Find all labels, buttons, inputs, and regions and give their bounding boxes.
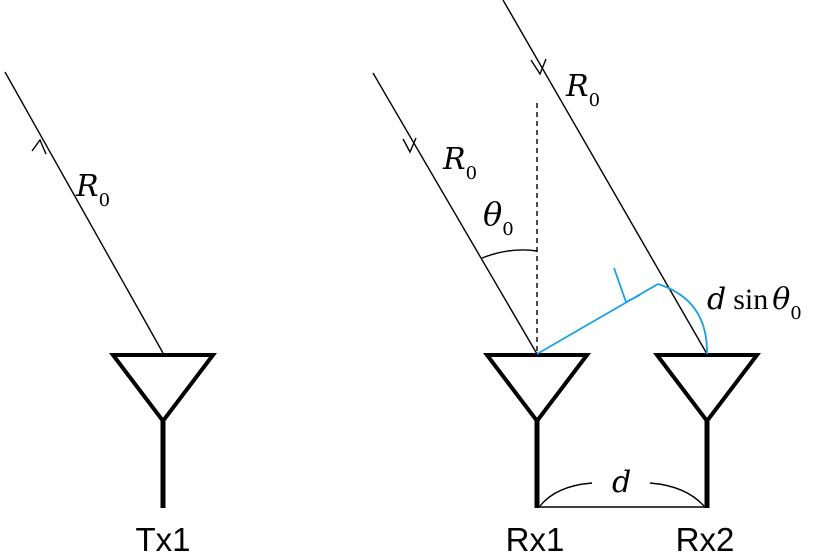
rx2-group [502, 0, 762, 508]
rx1-group [372, 72, 592, 508]
tx1-label: Tx1 [135, 521, 190, 557]
path-difference-construction [536, 267, 708, 355]
theta0-angle-arc [481, 249, 538, 259]
tx1-antenna-icon [108, 353, 218, 425]
baseline-brace-right [649, 482, 705, 507]
theta0-label: θ0 [483, 195, 514, 240]
rx1-ray-arrowhead [402, 137, 417, 154]
tx1-ray-line [4, 71, 164, 354]
rx2-antenna-icon [652, 353, 762, 425]
path-difference-arc [657, 283, 708, 355]
rx2-ray-arrowhead [530, 58, 547, 76]
rx2-range-label: R0 [565, 69, 600, 111]
baseline-group [537, 482, 707, 508]
rx1-antenna-icon [482, 353, 592, 425]
tx1-ray-arrowhead [31, 138, 47, 155]
tx1-group [4, 71, 218, 508]
right-angle-marker [613, 267, 641, 304]
tx1-range-label: R0 [75, 169, 110, 211]
baseline-brace-left [539, 482, 593, 507]
rx1-label: Rx1 [506, 521, 565, 557]
rx1-range-label: R0 [442, 142, 477, 184]
rx2-label: Rx2 [676, 521, 735, 557]
baseline-d-label: d [612, 465, 631, 500]
rx1-ray-line [372, 72, 538, 355]
rx2-ray-line [502, 0, 708, 355]
perpendicular-line [536, 283, 659, 355]
